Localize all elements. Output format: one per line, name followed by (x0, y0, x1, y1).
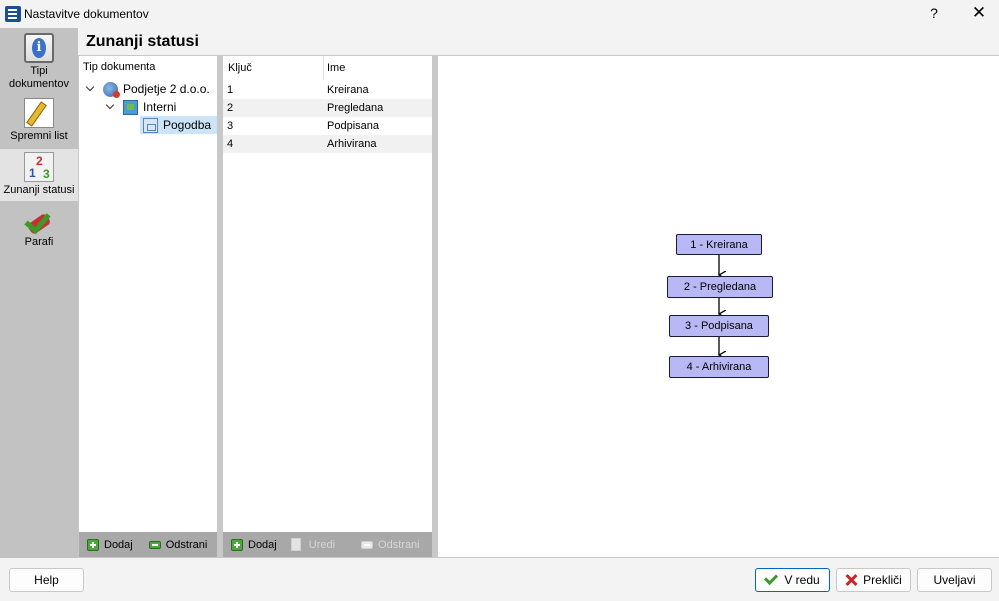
status-toolbar: Dodaj Uredi Odstrani (223, 532, 432, 557)
document-type-tree: Tip dokumenta Podjetje 2 d.o.o. Interni … (79, 56, 217, 532)
status-remove-button[interactable]: Odstrani (361, 539, 420, 551)
column-header-key[interactable]: Ključ (228, 62, 252, 74)
button-label: Uredi (308, 538, 336, 551)
button-label: Dodaj (104, 538, 133, 551)
window-title: Nastavitve dokumentov (24, 7, 149, 21)
tree-node-company[interactable]: Podjetje 2 d.o.o. (85, 80, 210, 98)
plus-icon (231, 538, 243, 551)
edit-icon (290, 538, 301, 551)
status-add-button[interactable]: Dodaj (231, 538, 277, 551)
nav-item-parafi[interactable]: Parafi (0, 204, 78, 254)
nav-item-label: Spremni list (10, 130, 68, 142)
folder-icon (123, 99, 138, 115)
tree-remove-button[interactable]: Odstrani (148, 538, 208, 551)
title-bar: Nastavitve dokumentov (0, 0, 999, 28)
tree-node-interni[interactable]: Interni (105, 98, 176, 116)
tree-header: Tip dokumenta (83, 61, 156, 73)
check-icon (764, 570, 779, 586)
nav-item-tipi-dokumentov[interactable]: Tipi dokumentov (0, 31, 78, 97)
tree-node-pogodba[interactable]: Pogodba (140, 116, 217, 134)
minus-icon (148, 540, 161, 549)
cell-key: 3 (227, 120, 234, 132)
apply-button[interactable]: Uveljavi (917, 568, 992, 592)
nav-item-zunanji-statusi[interactable]: 1 2 3 Zunanji statusi (0, 149, 78, 201)
sheet-pencil-icon (24, 98, 54, 128)
table-row[interactable]: 1 Kreirana (223, 81, 432, 99)
table-row[interactable]: 4 Arhivirana (223, 135, 432, 153)
tree-toolbar: Dodaj Odstrani (79, 532, 217, 557)
tree-node-label: Pogodba (163, 118, 212, 132)
chevron-down-icon[interactable] (105, 102, 115, 112)
x-icon (845, 574, 857, 586)
check-stamp-icon (24, 204, 54, 234)
button-label: Odstrani (165, 538, 208, 551)
help-button[interactable]: Help (9, 568, 84, 592)
page-title: Zunanji statusi (86, 33, 199, 50)
cell-key: 4 (227, 138, 234, 150)
cell-key: 2 (227, 102, 234, 114)
document-icon (143, 117, 158, 133)
tree-node-label: Interni (143, 100, 177, 114)
chevron-down-icon[interactable] (85, 84, 95, 94)
status-list: Ključ Ime 1 Kreirana 2 Pregledana 3 Podp… (223, 56, 432, 532)
cell-name: Arhivirana (327, 138, 377, 150)
close-icon[interactable]: ✕ (971, 3, 987, 22)
flow-node-podpisana[interactable]: 3 - Podpisana (669, 315, 769, 337)
minus-icon (361, 540, 374, 549)
cancel-button[interactable]: Prekliči (836, 568, 911, 592)
flow-node-kreirana[interactable]: 1 - Kreirana (676, 234, 762, 255)
tree-node-label: Podjetje 2 d.o.o. (123, 82, 210, 96)
numbers-icon: 1 2 3 (24, 152, 54, 182)
status-flow-diagram: 1 - Kreirana 2 - Pregledana 3 - Podpisan… (438, 56, 999, 557)
cell-name: Pregledana (327, 102, 384, 114)
plus-icon (87, 538, 99, 551)
button-label: Dodaj (248, 538, 277, 551)
column-header-name[interactable]: Ime (327, 62, 346, 74)
status-edit-button[interactable]: Uredi (290, 538, 336, 551)
nav-item-label: Zunanji statusi (3, 184, 75, 196)
column-divider (323, 56, 324, 80)
cell-key: 1 (227, 84, 234, 96)
ok-button[interactable]: V redu (755, 568, 830, 592)
nav-item-label: Parafi (24, 236, 54, 248)
cell-name: Podpisana (327, 120, 379, 132)
button-label: V redu (784, 573, 820, 587)
button-label: Prekliči (863, 573, 902, 587)
nav-item-spremni-list[interactable]: Spremni list (0, 98, 78, 148)
tree-add-button[interactable]: Dodaj (87, 538, 133, 551)
app-icon (5, 6, 21, 22)
left-navigation: Tipi dokumentov Spremni list 1 2 3 Zunan… (0, 28, 78, 558)
cell-name: Kreirana (327, 84, 369, 96)
info-icon (24, 33, 54, 63)
table-row[interactable]: 3 Podpisana (223, 117, 432, 135)
nav-item-label: Tipi dokumentov (9, 65, 69, 90)
flow-node-arhivirana[interactable]: 4 - Arhivirana (669, 356, 769, 378)
flow-node-pregledana[interactable]: 2 - Pregledana (667, 276, 773, 298)
flow-arrows (438, 255, 999, 557)
help-icon[interactable]: ? (930, 5, 938, 21)
company-icon (103, 81, 120, 98)
button-label: Odstrani (378, 538, 420, 551)
table-row[interactable]: 2 Pregledana (223, 99, 432, 117)
